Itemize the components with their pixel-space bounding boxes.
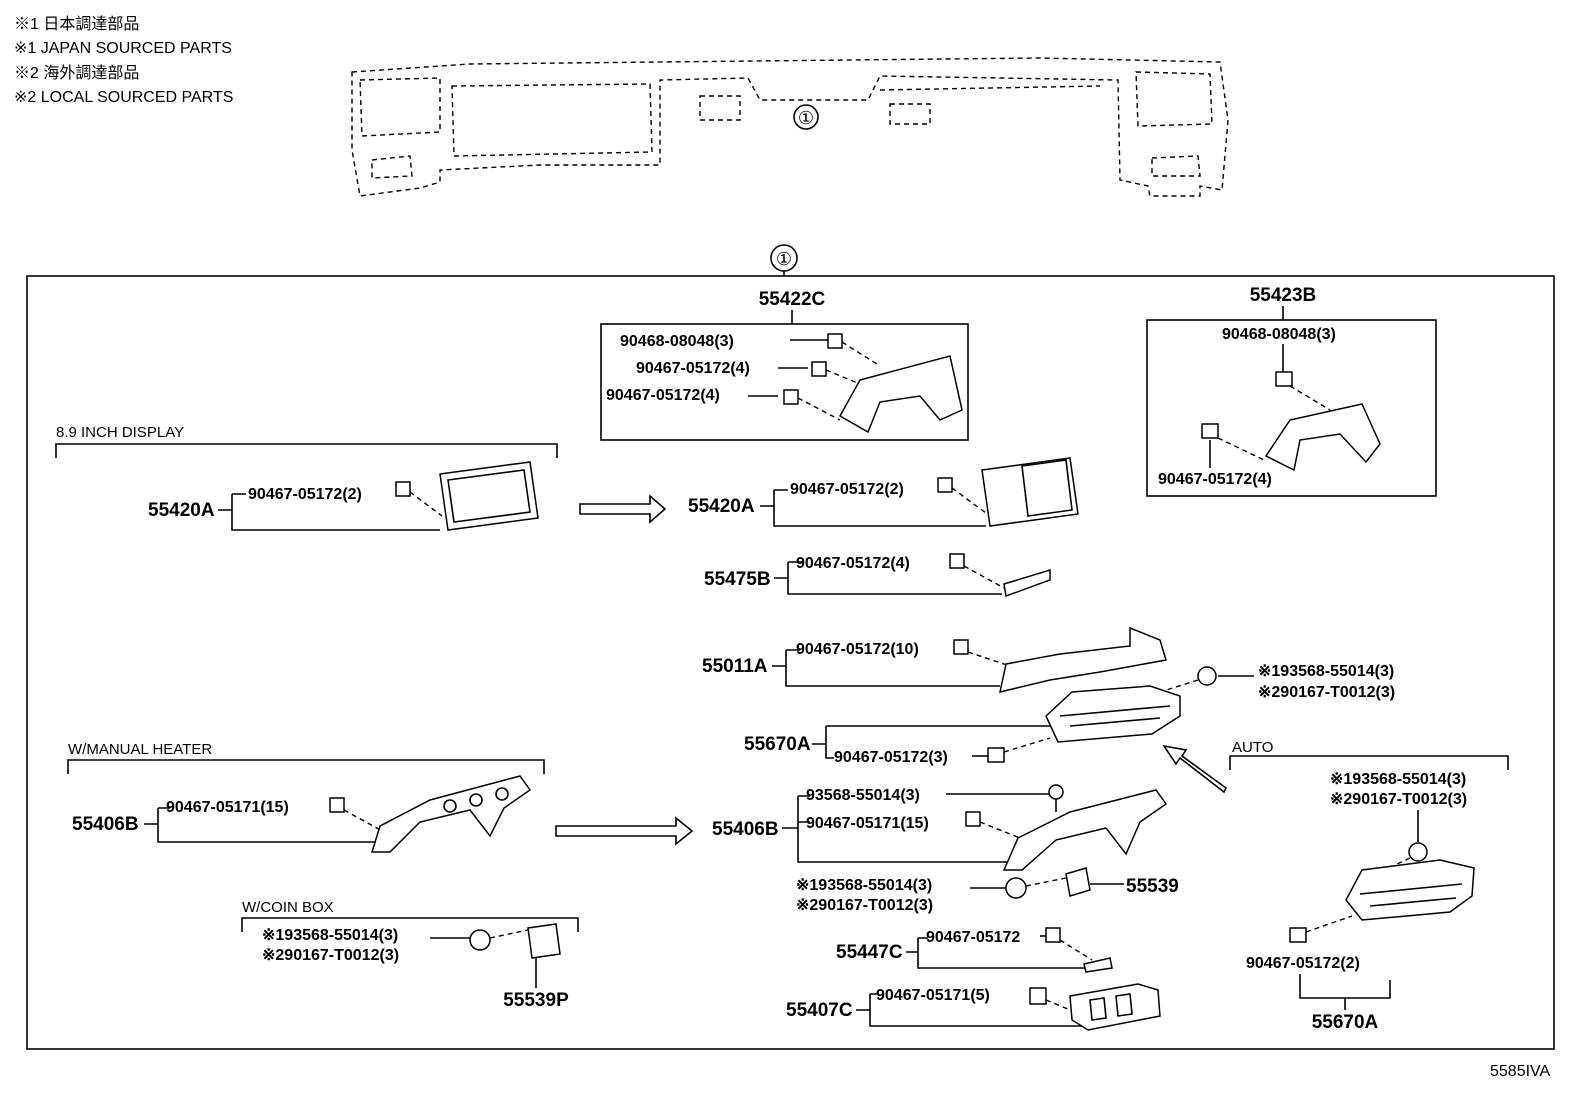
sub-55670A-clip: 90467-05172(3) xyxy=(834,749,948,766)
arrow-right xyxy=(579,494,667,524)
bracket-55422C xyxy=(838,355,963,434)
clip-icon xyxy=(827,333,843,349)
sub-55420A-left: 90467-05172(2) xyxy=(248,486,362,503)
panel-55406B-right xyxy=(1002,789,1168,871)
sub-auto-clip: 90467-05172(2) xyxy=(1246,955,1360,972)
clip-icon xyxy=(937,477,953,493)
part-55407C: 55407C xyxy=(786,1000,853,1021)
part-55011A: 55011A xyxy=(702,656,768,677)
sub-55420A-right: 90467-05172(2) xyxy=(790,481,904,498)
part-55670A: 55670A xyxy=(744,734,811,755)
screw-icon xyxy=(1408,842,1428,862)
callout-top-label: ① xyxy=(798,108,814,128)
panel-55011A xyxy=(999,626,1167,694)
part-55539P: 55539P xyxy=(503,990,569,1011)
clip-icon xyxy=(949,553,965,569)
sub-55422C-1: 90468-08048(3) xyxy=(620,333,734,350)
clip-icon xyxy=(987,747,1005,763)
sub-auto-jp: ※193568-55014(3) xyxy=(1330,771,1466,788)
part-55475B: 55475B xyxy=(704,569,771,590)
dash-panel-overview xyxy=(351,57,1229,197)
part-55539P-icon xyxy=(527,923,561,959)
group-coin-box-label: W/COIN BOX xyxy=(242,899,334,916)
sub-55406B-r1: 93568-55014(3) xyxy=(806,787,920,804)
socket-icon xyxy=(1005,877,1027,899)
part-55420A-right: 55420A xyxy=(688,496,755,517)
callout-circle-top xyxy=(793,104,819,130)
sub-55539P-jp: ※193568-55014(3) xyxy=(262,927,398,944)
control-55670A xyxy=(1045,685,1181,743)
bracket-55423B xyxy=(1264,403,1381,472)
clip-icon xyxy=(783,389,799,405)
arrow-right-heater xyxy=(555,816,694,846)
part-55423B: 55423B xyxy=(1250,285,1317,306)
part-55539: 55539 xyxy=(1126,876,1179,897)
part-55406B-left: 55406B xyxy=(72,814,139,835)
figure-code: 5585IVA xyxy=(1490,1063,1551,1080)
sub-55423B-1: 90468-08048(3) xyxy=(1222,326,1336,343)
callout-frame-label: ① xyxy=(776,249,792,269)
part-55539-icon xyxy=(1065,867,1091,897)
trim-55447C xyxy=(1083,957,1113,973)
note-japan-en: ※1 JAPAN SOURCED PARTS xyxy=(14,40,232,57)
group-auto-label: AUTO xyxy=(1232,739,1273,756)
clip-icon xyxy=(329,797,345,813)
clip-icon xyxy=(395,481,411,497)
sub-55539P-local: ※290167-T0012(3) xyxy=(262,947,399,964)
part-55670A-auto: 55670A xyxy=(1312,1012,1379,1033)
tray-55407C xyxy=(1069,983,1161,1031)
sub-55406B-r2: 90467-05171(15) xyxy=(806,815,929,832)
display-unit xyxy=(439,461,539,531)
part-55420A-left: 55420A xyxy=(148,500,215,521)
sub-auto-local: ※290167-T0012(3) xyxy=(1330,791,1467,808)
sub-55447C: 90467-05172 xyxy=(926,929,1020,946)
sub-55539-jp: ※193568-55014(3) xyxy=(796,877,932,894)
control-55670A-auto xyxy=(1345,859,1475,921)
clip-icon xyxy=(1289,927,1307,943)
group-display-bracket xyxy=(55,443,558,458)
clip-icon xyxy=(953,639,969,655)
sub-55407C: 90467-05171(5) xyxy=(876,987,990,1004)
part-55447C: 55447C xyxy=(836,942,903,963)
sub-55422C-2: 90467-05172(4) xyxy=(636,360,750,377)
sub-55406B-left: 90467-05171(15) xyxy=(166,799,289,816)
group-manual-heater-label: W/MANUAL HEATER xyxy=(68,741,212,758)
sub-55422C-3: 90467-05172(4) xyxy=(606,387,720,404)
sub-55475B: 90467-05172(4) xyxy=(796,555,910,572)
display-unit-new xyxy=(981,457,1079,527)
sub-55539-local: ※290167-T0012(3) xyxy=(796,897,933,914)
main-frame xyxy=(26,275,1555,1050)
part-55422C: 55422C xyxy=(759,289,826,310)
sub-55670A-jp: ※193568-55014(3) xyxy=(1258,663,1394,680)
clip-icon xyxy=(965,811,981,827)
socket-icon xyxy=(469,929,491,951)
note-japan-jp: ※1 日本調達部品 xyxy=(14,15,139,33)
group-auto-bracket xyxy=(1229,755,1509,770)
screw-icon xyxy=(1048,784,1064,800)
clip-icon xyxy=(811,361,827,377)
note-local-jp: ※2 海外調達部品 xyxy=(14,64,139,82)
screw-icon xyxy=(1197,666,1217,686)
arrow-auto xyxy=(1162,744,1228,794)
note-local-en: ※2 LOCAL SOURCED PARTS xyxy=(14,89,233,106)
sub-55011A: 90467-05172(10) xyxy=(796,641,919,658)
sub-55670A-local: ※290167-T0012(3) xyxy=(1258,684,1395,701)
group-manual-heater-bracket xyxy=(67,759,545,774)
group-display-label: 8.9 INCH DISPLAY xyxy=(56,424,184,441)
clip-icon xyxy=(1275,371,1293,387)
box-55423B xyxy=(1146,319,1437,497)
box-55422C xyxy=(600,323,969,441)
clip-icon xyxy=(1029,987,1047,1005)
panel-55406B-left xyxy=(370,775,532,853)
sub-55423B-2: 90467-05172(4) xyxy=(1158,471,1272,488)
clip-icon xyxy=(1201,423,1219,439)
clip-icon xyxy=(1045,927,1061,943)
group-coin-box-bracket xyxy=(241,917,579,932)
trim-55475B xyxy=(1003,568,1051,598)
part-55406B-right: 55406B xyxy=(712,819,779,840)
